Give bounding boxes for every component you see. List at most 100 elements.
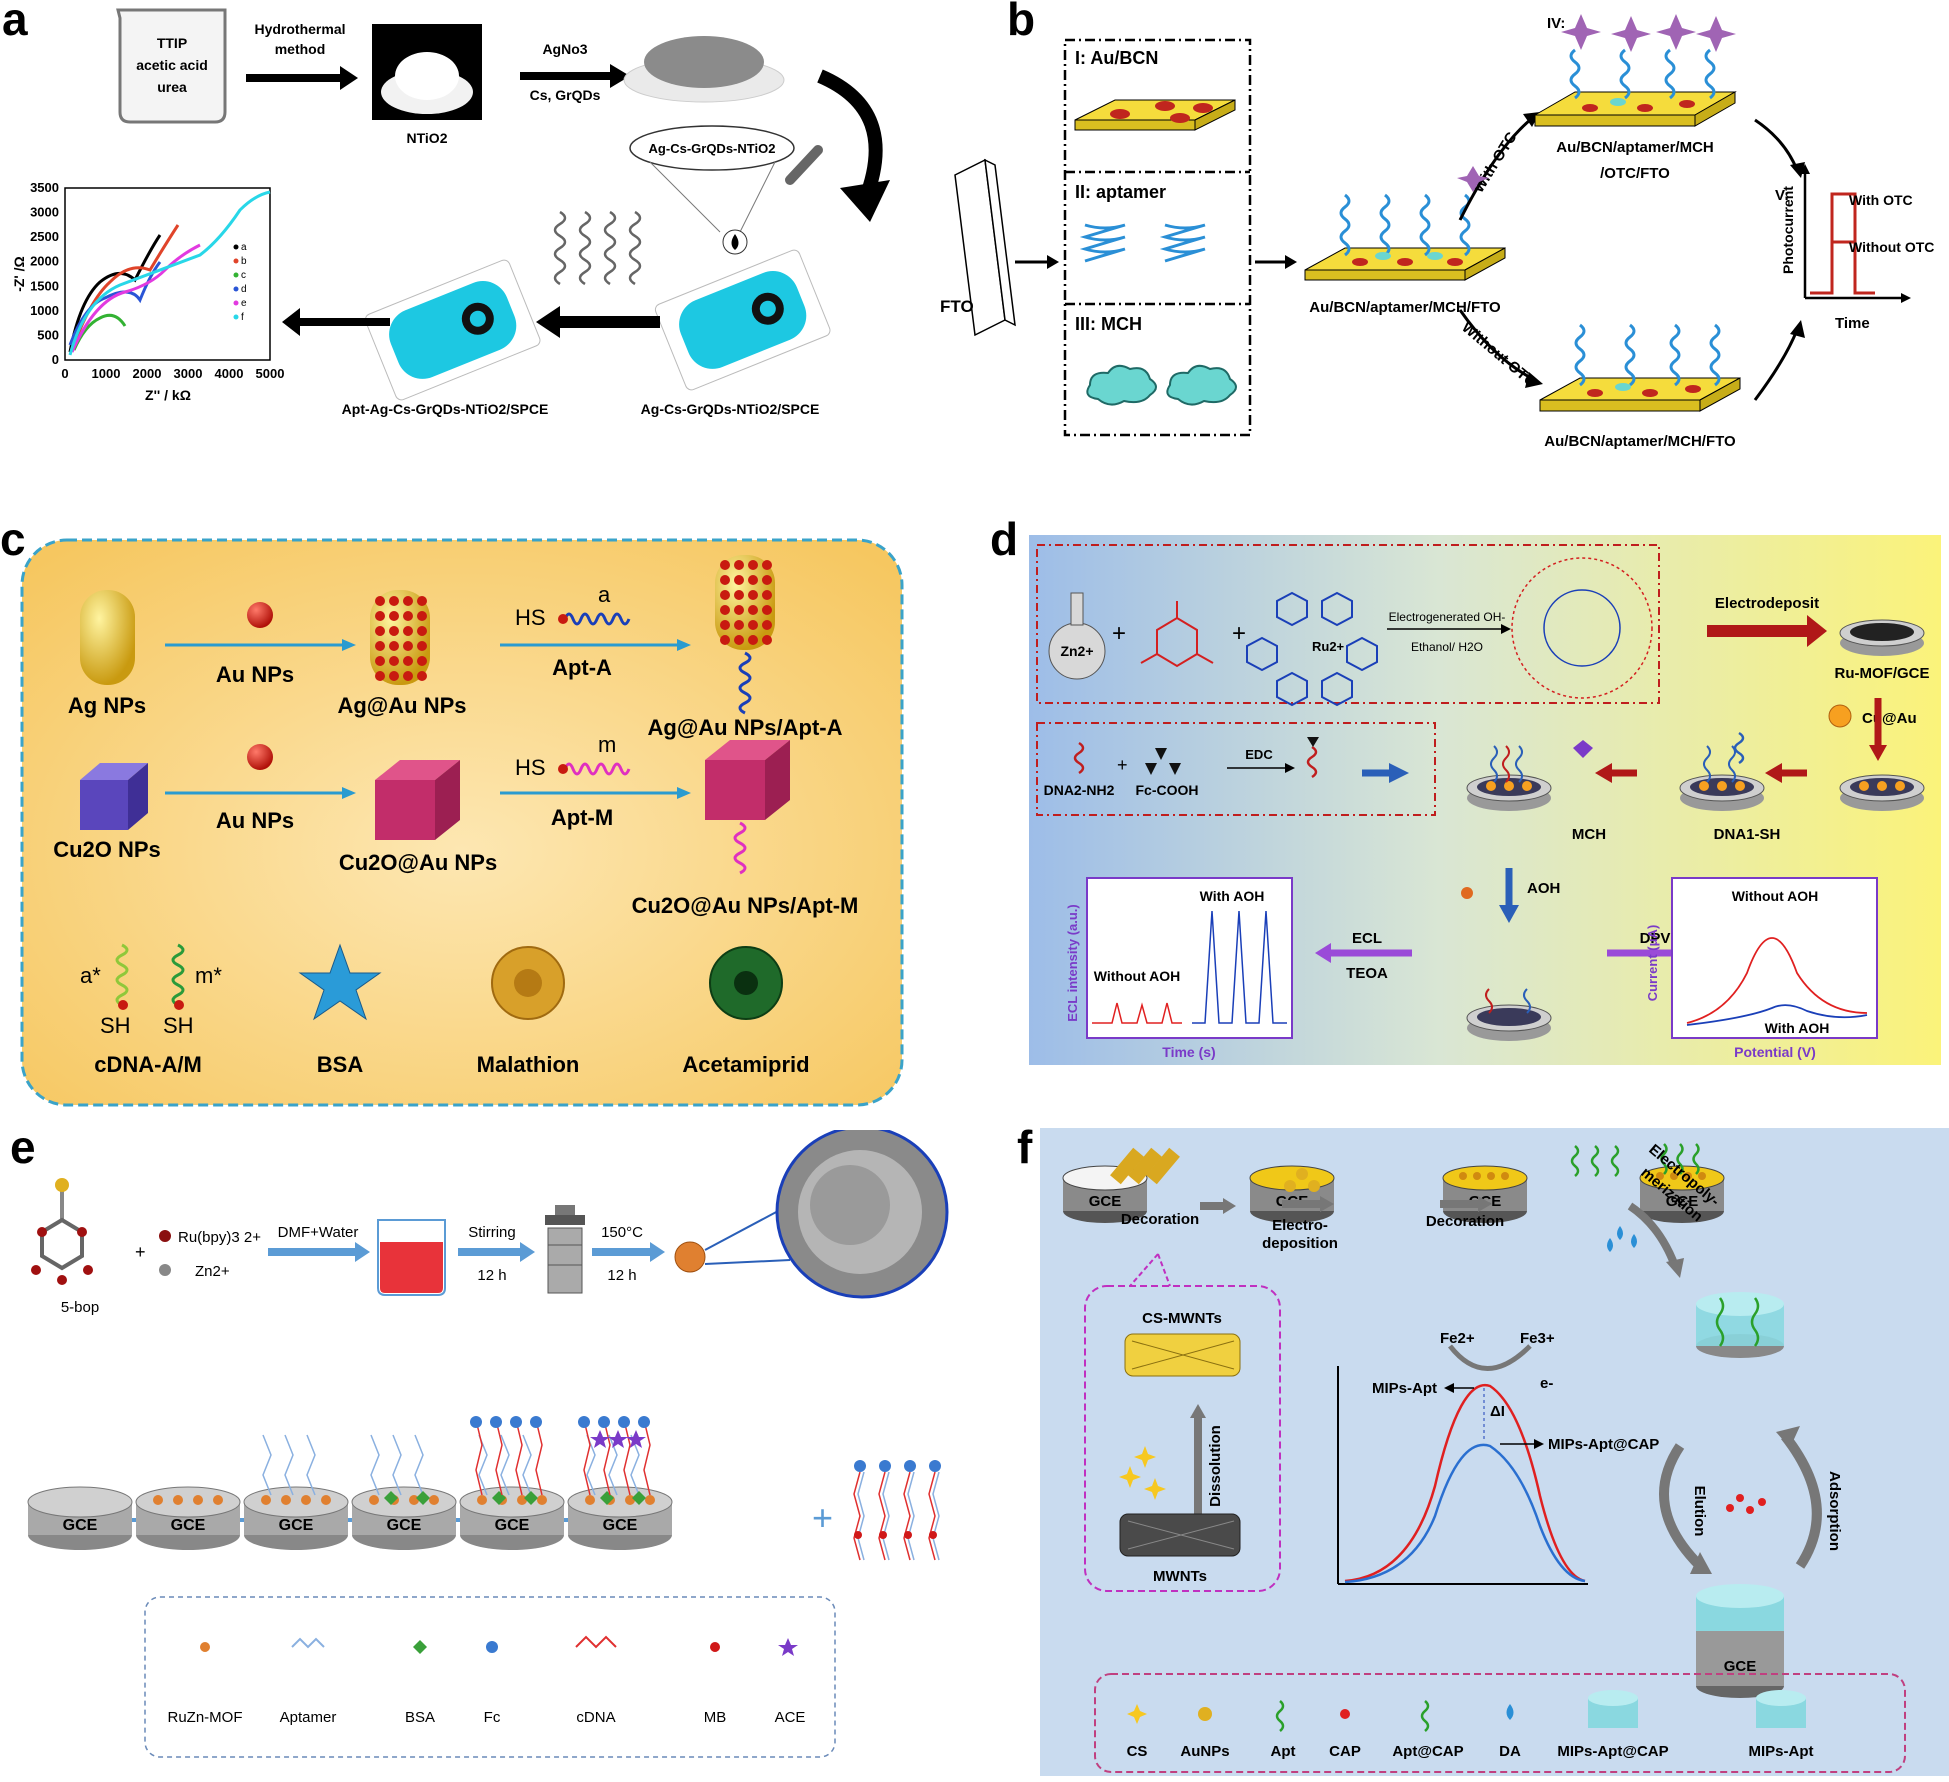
legend-icon-aunps: [1198, 1707, 1212, 1721]
plus-e2: +: [812, 1497, 833, 1538]
mch-diamond: [1573, 740, 1593, 758]
legend-icon-mipsapt: [1756, 1690, 1806, 1728]
m-label: m: [598, 732, 616, 757]
plus-3: +: [1117, 755, 1128, 775]
malathion-label: Malathion: [477, 1052, 580, 1077]
legend-label-e: cDNA: [576, 1709, 615, 1726]
acetamiprid-label: Acetamiprid: [682, 1052, 809, 1077]
apt-m-strand: [563, 762, 631, 776]
ru-mof-gce: [1839, 619, 1925, 656]
gce-electrode-1: GCE: [27, 1486, 158, 1550]
bubble-label: Ag-Cs-GrQDs-NTiO2: [649, 141, 776, 156]
legend-icon-bsa: [413, 1640, 427, 1654]
bop-label: 5-bop: [61, 1299, 99, 1316]
panel-letter-c: c: [0, 513, 26, 565]
deltai-label: ΔI: [1490, 1403, 1505, 1420]
gce-electrode-5: GCE: [459, 1416, 590, 1550]
panel-a: TTIP acetic acid urea Hydrothermal metho…: [11, 8, 890, 417]
cs-sparkles: [1119, 1446, 1166, 1500]
gce-label-bottom: GCE: [1724, 1658, 1757, 1675]
arrow-hydrothermal: [246, 66, 358, 90]
photo-with-otc: With OTC: [1849, 192, 1913, 208]
mwnt-tube: [1119, 1513, 1241, 1557]
ecl-without-label: Without AOH: [1094, 968, 1180, 984]
beaker-e: [377, 1219, 446, 1296]
cu2oau-apt-label: Cu2O@Au NPs/Apt-M: [632, 893, 859, 918]
gce-electrode-3: GCE: [243, 1434, 374, 1550]
legend-label-f: AuNPs: [1180, 1743, 1229, 1760]
otc-star: [1457, 166, 1489, 192]
dmf-label: DMF+Water: [278, 1224, 359, 1241]
step1-label: I: Au/BCN: [1075, 48, 1158, 68]
nyquist-ytick: 1000: [30, 303, 59, 318]
dna2-label: DNA2-NH2: [1044, 782, 1115, 798]
agau-label: Ag@Au NPs: [337, 693, 466, 718]
nyquist-xtick: 3000: [174, 366, 203, 381]
cu2oau-apt-m-icon: [705, 740, 790, 875]
bsa-star-icon: [298, 943, 382, 1021]
aoh-label: AOH: [1527, 880, 1560, 897]
gce-cylinder-4: GCE: [1639, 1143, 1725, 1223]
fccooh-label: Fc-COOH: [1136, 782, 1199, 798]
photocurrent-label: Photocurrent: [1780, 186, 1796, 274]
legend-icon-mof: [200, 1642, 210, 1652]
gce-cylinder-2: GCE: [1249, 1165, 1335, 1223]
mipsapt-label: MIPs-Apt: [1372, 1380, 1437, 1397]
au-label-1: Au NPs: [216, 662, 294, 687]
ecl-ylabel: ECL intensity (a.u.): [1065, 904, 1080, 1022]
btc-molecule: [1140, 601, 1214, 668]
fe3-label: Fe3+: [1520, 1330, 1555, 1347]
teoa-label: TEOA: [1346, 965, 1388, 982]
mip-cylinder-top: [1696, 1292, 1784, 1358]
step2-label: II: aptamer: [1075, 182, 1166, 202]
sh1-label: SH: [100, 1013, 131, 1038]
zn-label: Zn2+: [1060, 643, 1093, 659]
legend-label-f: DA: [1499, 1743, 1521, 1760]
legend-icon-apt: [1275, 1700, 1285, 1732]
fc-cooh-icon: [1145, 748, 1181, 775]
top-label-1: Au/BCN/aptamer/MCH: [1556, 139, 1714, 156]
released-dna: [853, 1460, 941, 1561]
top-label-2: /OTC/FTO: [1600, 165, 1670, 182]
nyquist-legend-label: e: [241, 298, 247, 309]
legend-icon-mb: [710, 1642, 720, 1652]
adsorption-label: Adsorption: [1826, 1471, 1843, 1551]
mof-box: [1036, 544, 1660, 704]
curved-arrow: [817, 69, 883, 203]
bubble: [629, 125, 795, 171]
nyquist-xtick: 2000: [133, 366, 162, 381]
ru-label-e: Ru(bpy)3 2+: [178, 1229, 261, 1246]
nyquist-legend-label: f: [241, 312, 244, 323]
spce1-label: Ag-Cs-GrQDs-NTiO2/SPCE: [641, 401, 820, 417]
panel-letter-e: e: [10, 1121, 36, 1173]
panel-e: 5-bop + Ru(bpy)3 2+ Zn2+ DMF+Water Stirr…: [27, 1130, 949, 1758]
legend-label-f: Apt@CAP: [1392, 1743, 1463, 1760]
spce2-label: Apt-Ag-Cs-GrQDs-NTiO2/SPCE: [342, 401, 549, 417]
electrode-step-1: [1466, 745, 1552, 811]
legend-icon-mipsaptcap: [1588, 1690, 1638, 1728]
gce-label: GCE: [603, 1517, 638, 1534]
plus-2: +: [1232, 620, 1246, 647]
legend-box-f: [1094, 1673, 1906, 1773]
plus-e: +: [135, 1242, 146, 1262]
arrow-electrodeposit: [1707, 615, 1827, 647]
beaker-line2: acetic acid: [136, 57, 208, 73]
top-slab: [1533, 14, 1737, 127]
bottom-label: Au/BCN/aptamer/MCH/FTO: [1544, 433, 1736, 450]
bop-molecule: [31, 1178, 93, 1285]
nyquist-xlabel: Z'' / kΩ: [145, 387, 191, 403]
nyquist-legend-label: a: [241, 242, 247, 253]
gce-label: GCE: [495, 1517, 530, 1534]
ecl-chart: ECL intensity (a.u.) Time (s) With AOH W…: [1065, 877, 1293, 1060]
electrogen-label: Electrogenerated OH-: [1389, 610, 1506, 624]
temp-label: 150°C: [601, 1224, 643, 1241]
dna1-label: DNA1-SH: [1714, 826, 1781, 843]
hydrothermal-line1: Hydrothermal: [254, 21, 345, 37]
gce-label: GCE: [63, 1517, 98, 1534]
arrow-aptamer: [536, 306, 660, 338]
electrode-step-2: [1679, 745, 1765, 811]
nyquist-ytick: 2000: [30, 254, 59, 269]
hs1-label: HS: [515, 605, 546, 630]
bsa-label: BSA: [317, 1052, 364, 1077]
